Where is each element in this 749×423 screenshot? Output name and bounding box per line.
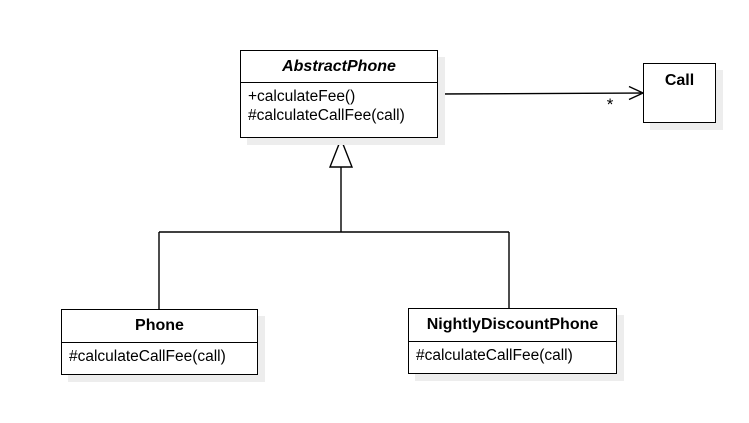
class-phone-title: Phone [62,310,257,343]
method-item: #calculateCallFee(call) [69,348,226,365]
multiplicity-label: * [606,95,614,114]
class-abstract-phone: AbstractPhone +calculateFee() #calculate… [240,50,438,138]
class-call-title: Call [664,72,695,89]
open-arrowhead-icon [628,85,645,101]
method-item: +calculateFee() [248,88,356,105]
generalization-triangle-icon [328,137,354,168]
class-phone-methods: #calculateCallFee(call) [62,343,257,366]
class-phone: Phone #calculateCallFee(call) [61,309,258,375]
method-item: #calculateCallFee(call) [416,347,573,364]
class-abstract-phone-title: AbstractPhone [241,51,437,83]
class-nightly-discount-phone-title: NightlyDiscountPhone [409,309,616,342]
class-nightly-discount-phone: NightlyDiscountPhone #calculateCallFee(c… [408,308,617,374]
method-item: #calculateCallFee(call) [248,107,405,124]
class-call: Call [643,63,716,123]
generalization-connector [158,137,510,309]
class-abstract-phone-methods: +calculateFee() #calculateCallFee(call) [241,83,437,125]
class-nightly-discount-phone-methods: #calculateCallFee(call) [409,342,616,365]
